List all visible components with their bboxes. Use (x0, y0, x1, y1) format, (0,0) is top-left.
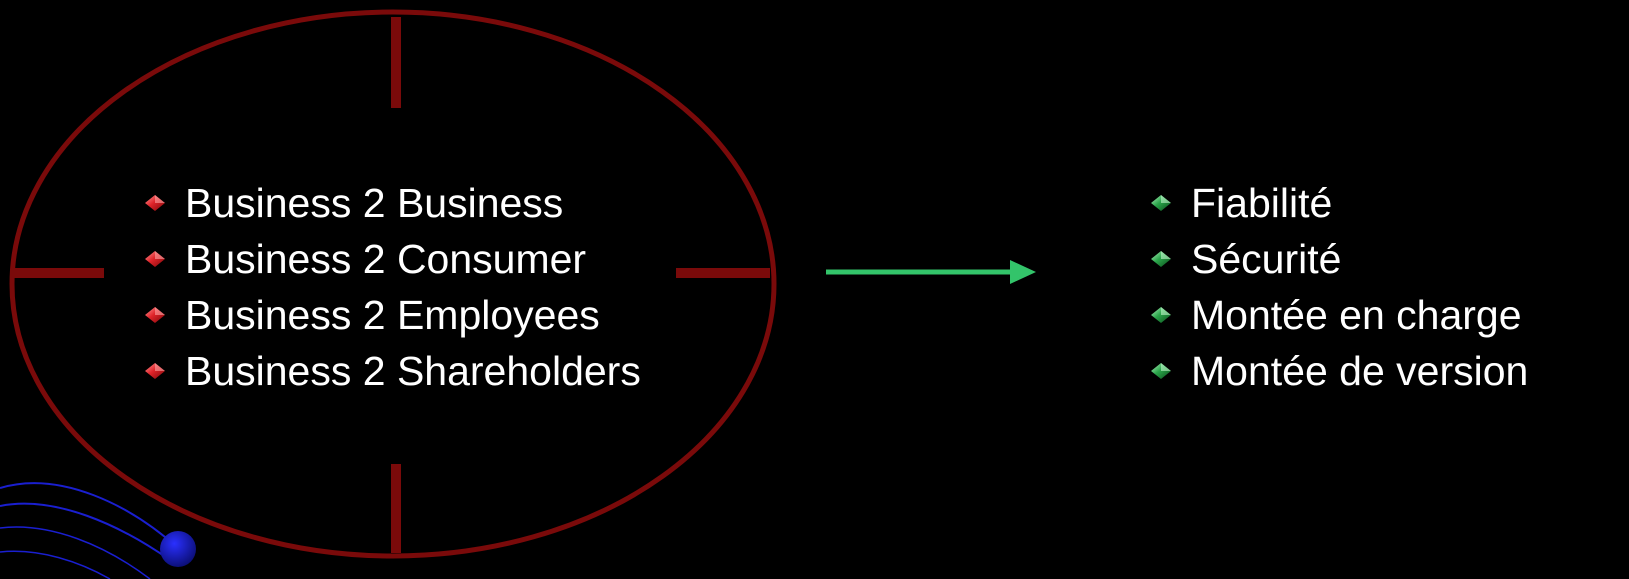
green-diamond-bullet-icon (1150, 362, 1172, 380)
red-diamond-bullet-icon (144, 362, 166, 380)
requirement-item-label: Montée en charge (1191, 292, 1522, 338)
red-diamond-bullet-icon (144, 194, 166, 212)
right-arrow-icon (826, 260, 1036, 284)
orb-decoration (160, 531, 196, 567)
swoosh-decoration (0, 482, 196, 579)
green-diamond-bullet-icon (1150, 306, 1172, 324)
business-model-item-label: Business 2 Shareholders (185, 348, 641, 394)
requirement-item-label: Montée de version (1191, 348, 1529, 394)
business-model-item-label: Business 2 Consumer (185, 236, 587, 282)
green-diamond-bullet-icon (1150, 250, 1172, 268)
requirement-item-label: Sécurité (1191, 236, 1342, 282)
green-diamond-bullet-icon (1150, 194, 1172, 212)
business-model-item-label: Business 2 Employees (185, 292, 600, 338)
requirement-item-label: Fiabilité (1191, 180, 1333, 226)
business-model-item-label: Business 2 Business (185, 180, 564, 226)
red-diamond-bullet-icon (144, 306, 166, 324)
red-diamond-bullet-icon (144, 250, 166, 268)
target-ring (9, 9, 777, 559)
